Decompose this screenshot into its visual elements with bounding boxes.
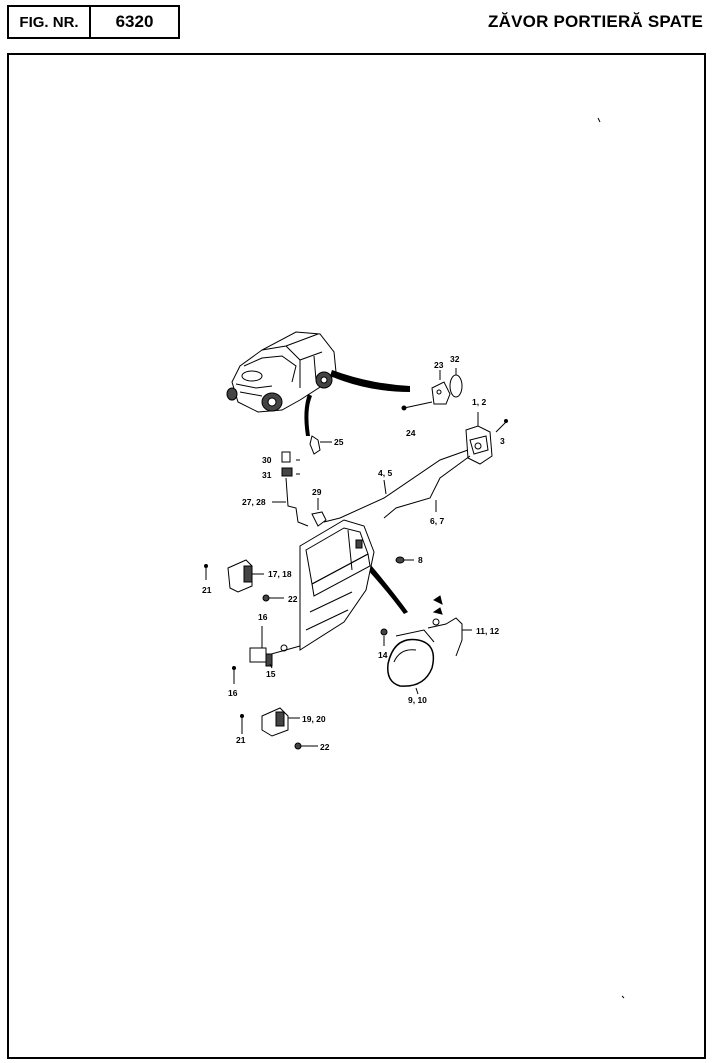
- label-4-5: 4, 5: [378, 468, 392, 478]
- car-pointer-door: [304, 394, 312, 436]
- part-31-guide: [281, 467, 293, 477]
- label-25: 25: [334, 437, 344, 447]
- part-22-bolt-upper: [262, 594, 270, 602]
- part-22-bolt-lower: [294, 742, 302, 750]
- label-31: 31: [262, 470, 272, 480]
- part-19-20-lower-hinge: [261, 707, 300, 737]
- page-title: ZĂVOR PORTIERĂ SPATE: [488, 12, 703, 31]
- part-30-button: [281, 451, 291, 463]
- part-29-clip: [311, 511, 327, 527]
- car-pointer-rear: [330, 370, 410, 392]
- car-illustration: [226, 331, 337, 413]
- label-16-lower: 16: [228, 688, 238, 698]
- part-17-18-upper-hinge: [227, 559, 264, 593]
- label-17-18: 17, 18: [268, 569, 292, 579]
- figure-label: FIG. NR.: [9, 7, 91, 37]
- label-21-upper: 21: [202, 585, 212, 595]
- rear-door-panel: [299, 519, 375, 651]
- part-13-clip: [433, 595, 443, 605]
- label-1-2: 1, 2: [472, 397, 486, 407]
- part-9-10-outside-handle: [387, 629, 435, 695]
- label-32: 32: [450, 354, 460, 364]
- label-9-10: 9, 10: [408, 695, 427, 705]
- part-6-7-rod: [383, 455, 471, 519]
- part-24-bolt: [403, 401, 433, 409]
- label-19-20: 19, 20: [302, 714, 326, 724]
- part-15-door-check: [249, 644, 301, 667]
- label-22-lower: 22: [320, 742, 330, 752]
- drawing-frame: [7, 53, 706, 1059]
- label-23: 23: [434, 360, 444, 370]
- part-14-screw: [380, 628, 388, 636]
- door-pointer: [366, 564, 408, 614]
- label-14: 14: [378, 650, 388, 660]
- part-25-clip: [309, 435, 332, 455]
- label-11-12: 11, 12: [476, 626, 499, 636]
- label-16-upper: 16: [258, 612, 268, 622]
- label-22-upper: 22: [288, 594, 298, 604]
- part-4-5-rod: [323, 449, 469, 523]
- label-8: 8: [418, 555, 423, 565]
- figure-number: 6320: [115, 12, 154, 31]
- label-6-7: 6, 7: [430, 516, 444, 526]
- part-1-2-latch: [465, 412, 493, 465]
- label-21-lower: 21: [236, 735, 246, 745]
- part-32-seal: [449, 374, 463, 398]
- part-11-12-rod: [427, 617, 463, 657]
- label-24: 24: [406, 428, 416, 438]
- part-23-striker: [431, 381, 451, 405]
- label-3: 3: [500, 436, 505, 446]
- label-15: 15: [266, 669, 276, 679]
- part-27-28-rod: [285, 477, 309, 527]
- label-27-28: 27, 28: [242, 497, 266, 507]
- part-8-plug: [395, 556, 405, 564]
- label-29: 29: [312, 487, 322, 497]
- label-30: 30: [262, 455, 272, 465]
- part-3-screw: [495, 421, 507, 433]
- figure-number-box: FIG. NR. 6320: [7, 5, 180, 39]
